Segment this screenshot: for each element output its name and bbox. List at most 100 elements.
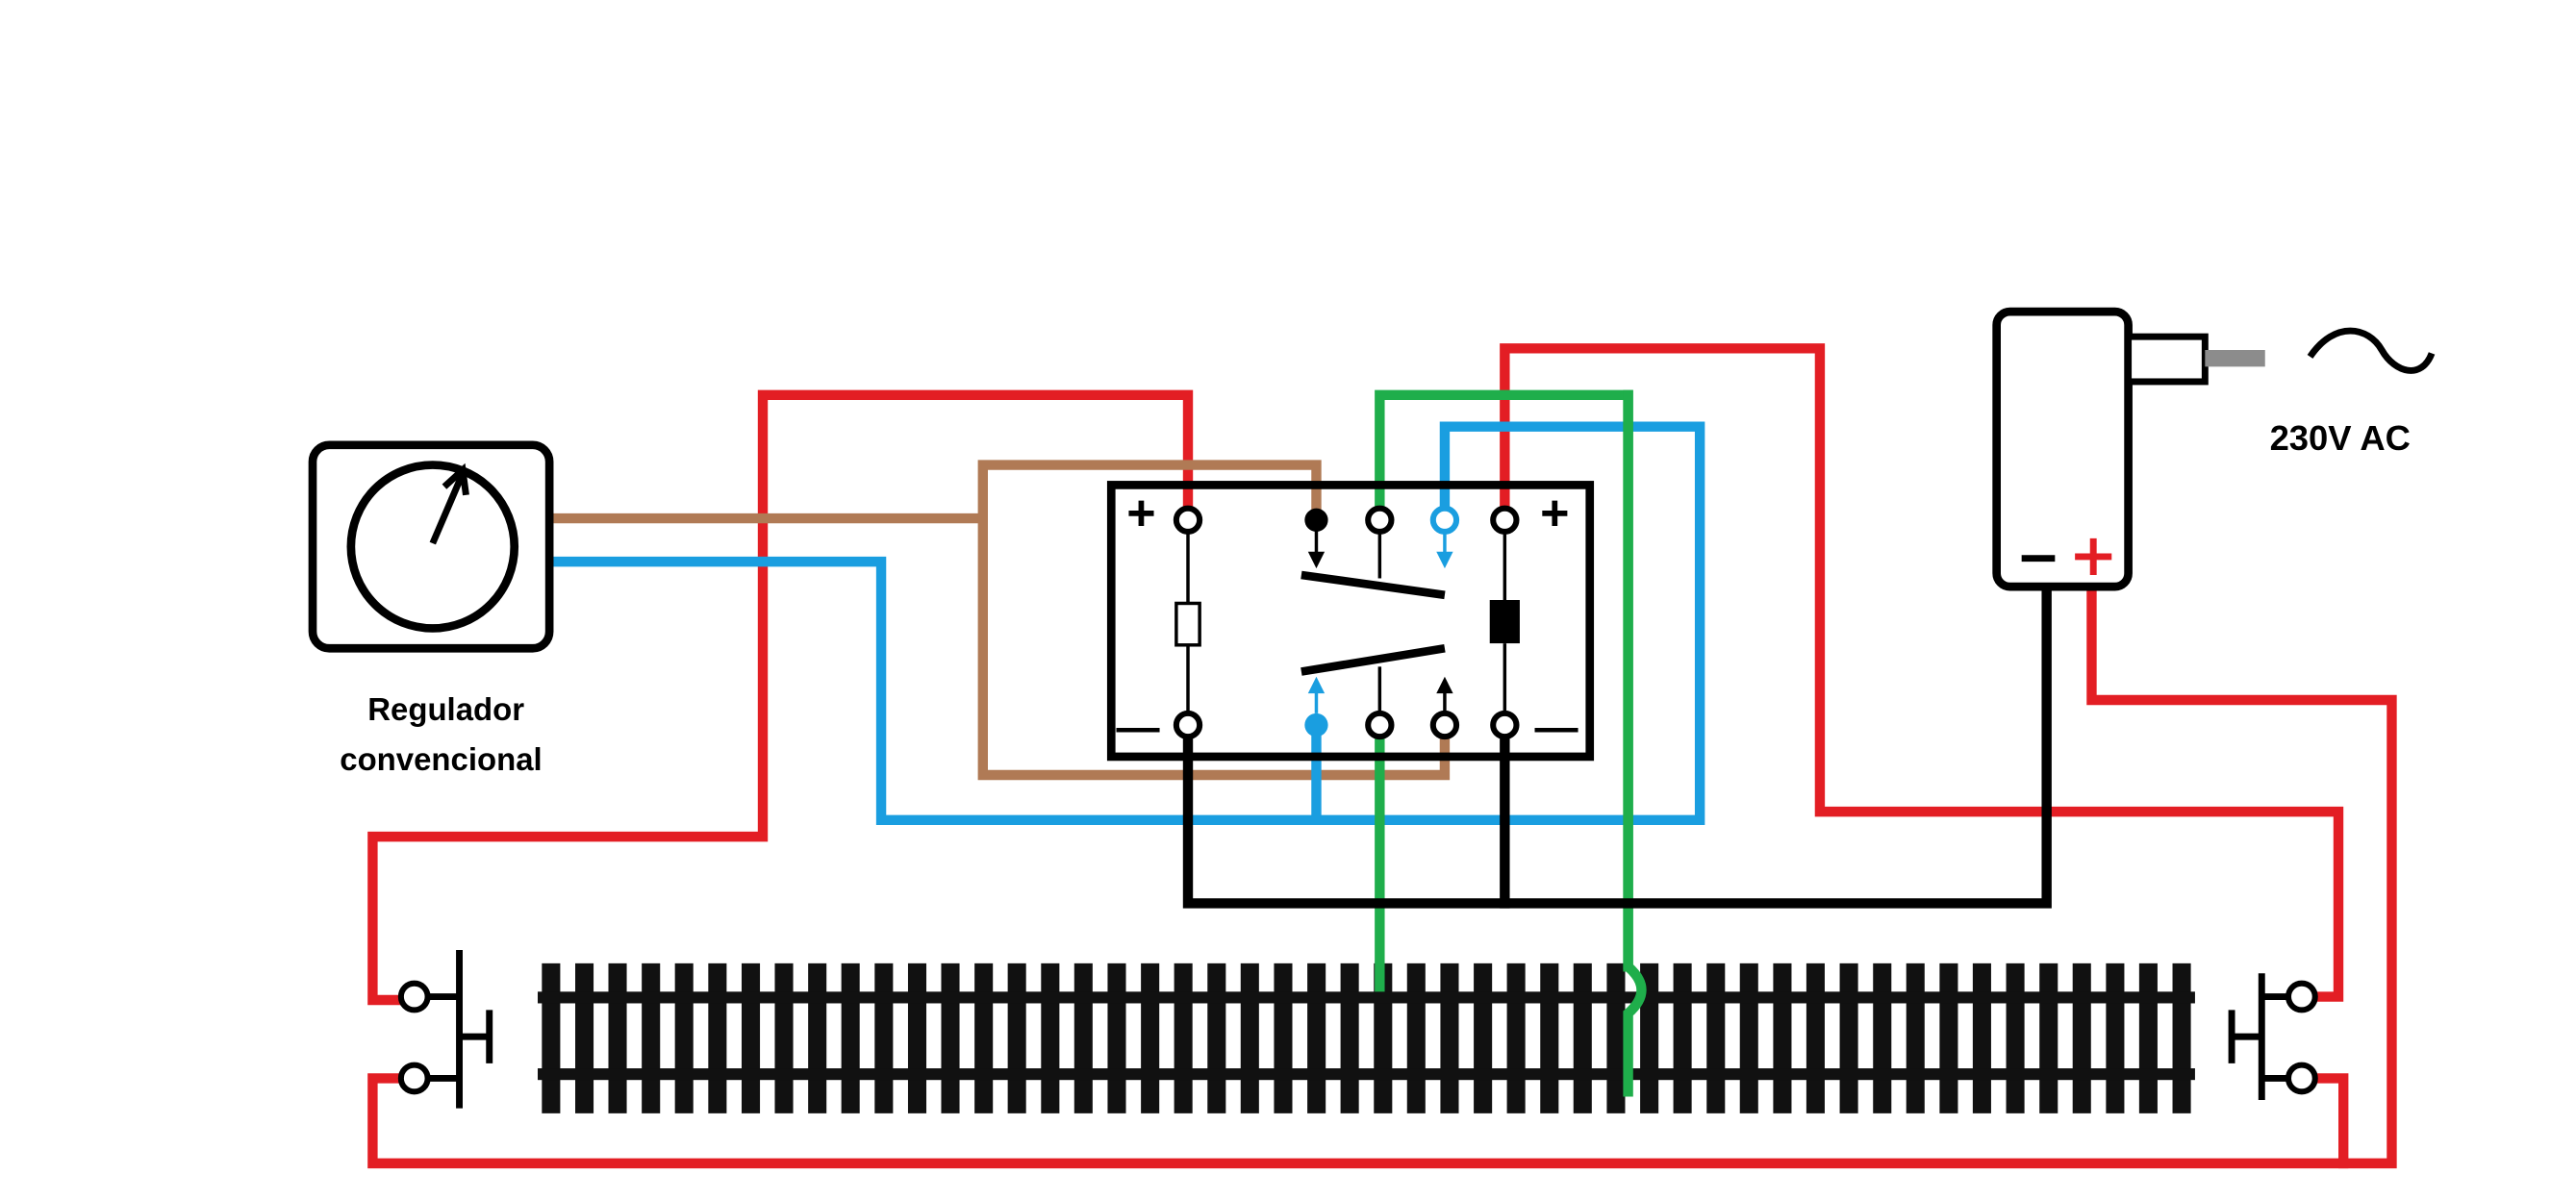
track-tie xyxy=(608,962,627,1113)
track-tie xyxy=(1806,962,1825,1113)
track-tie xyxy=(1773,962,1792,1113)
track xyxy=(538,962,2195,1113)
track-tie xyxy=(941,962,960,1113)
track-tie xyxy=(774,962,794,1113)
track-tie xyxy=(2106,962,2125,1113)
regulator-box xyxy=(308,440,554,653)
power-plug-pin xyxy=(2205,350,2265,367)
regulator-label-line2: convencional xyxy=(340,741,542,777)
track-tie xyxy=(2172,962,2191,1113)
relay-terminal xyxy=(1304,508,1328,532)
relay-terminal xyxy=(1304,712,1328,738)
track-tie xyxy=(1606,962,1626,1113)
track-tie xyxy=(1540,962,1559,1113)
track-tie xyxy=(1207,962,1226,1113)
relay-terminal xyxy=(1173,505,1203,535)
track-tie xyxy=(542,962,561,1113)
relay-coil-icon xyxy=(1489,600,1520,644)
track-tie xyxy=(1007,962,1026,1113)
track-tie xyxy=(1873,962,1892,1113)
relay-terminal xyxy=(1429,710,1460,740)
relay-terminal xyxy=(1490,710,1520,740)
blue-wire-loop xyxy=(1311,421,1705,825)
regulator-label-line1: Regulador xyxy=(367,691,524,727)
regulator-dial xyxy=(346,461,519,633)
regulator-needle xyxy=(429,471,467,545)
track-tie xyxy=(974,962,994,1113)
relay-terminal xyxy=(1429,505,1460,535)
relay-minus-right: — xyxy=(1535,702,1579,751)
relay-terminal xyxy=(1365,505,1395,535)
left-pushbutton xyxy=(397,950,493,1109)
relay-switch-upper xyxy=(1301,570,1446,600)
power-supply-body xyxy=(1992,307,2133,591)
power-supply-label: 230V AC xyxy=(2270,418,2411,458)
track-tie xyxy=(642,962,661,1113)
track-tie xyxy=(1107,962,1126,1113)
red-wire-right-button xyxy=(1500,343,2344,1002)
track-tie xyxy=(1673,962,1692,1113)
brown-wire-loop xyxy=(977,460,1451,781)
track-tie xyxy=(1972,962,1991,1113)
relay-plus-right: + xyxy=(1540,486,1569,541)
track-tie xyxy=(1706,962,1726,1113)
arrow-up-icon xyxy=(1436,676,1453,694)
power-plug xyxy=(2125,333,2209,386)
button-contact xyxy=(2285,980,2318,1013)
button-contact xyxy=(397,980,431,1013)
track-tie xyxy=(2039,962,2058,1113)
relay-switch-lower xyxy=(1301,643,1446,676)
button-contact xyxy=(397,1062,431,1095)
track-rail xyxy=(538,991,2195,1004)
track-tie xyxy=(907,962,927,1113)
relay-resistor-icon xyxy=(1174,601,1201,647)
track-tie xyxy=(1839,962,1858,1113)
track-tie xyxy=(874,962,894,1113)
relay-terminal xyxy=(1173,710,1203,740)
track-tie xyxy=(2006,962,2025,1113)
track-tie xyxy=(1573,962,1592,1113)
red-wire-supply-plus xyxy=(2086,587,2397,1169)
track-tie xyxy=(1739,962,1758,1113)
relay-terminal xyxy=(1365,710,1395,740)
regulator-needle-arrow-icon xyxy=(442,462,469,496)
track-tie xyxy=(575,962,594,1113)
track-tie xyxy=(2138,962,2158,1113)
track-tie xyxy=(1307,962,1326,1113)
relay-terminal xyxy=(1490,505,1520,535)
arrow-down-icon xyxy=(1436,551,1453,569)
track-tie xyxy=(1073,962,1093,1113)
regulator xyxy=(308,440,554,653)
button-contact xyxy=(2285,1062,2318,1095)
track-tie xyxy=(1406,962,1426,1113)
track-tie xyxy=(1041,962,1060,1113)
red-wire-left-button xyxy=(367,389,1194,1006)
track-tie xyxy=(1440,962,1459,1113)
blue-wire-regulator xyxy=(545,556,1322,825)
ac-wave-icon xyxy=(2307,327,2436,374)
relay-plus-left: + xyxy=(1126,486,1155,541)
right-pushbutton xyxy=(2228,973,2318,1100)
track-tie xyxy=(1506,962,1526,1113)
wires xyxy=(367,343,2397,1169)
track-tie xyxy=(741,962,761,1113)
track-tie xyxy=(674,962,694,1113)
power-supply xyxy=(1992,307,2436,591)
arrow-down-icon xyxy=(1307,551,1326,569)
relay-box xyxy=(1106,481,1595,762)
track-tie xyxy=(808,962,827,1113)
black-wire-common xyxy=(1182,587,2052,909)
track-tie xyxy=(1240,962,1259,1113)
track-tie xyxy=(1939,962,1958,1113)
green-wire-track-right-drop xyxy=(1623,389,1647,1097)
track-tie xyxy=(2072,962,2091,1113)
track-tie xyxy=(1340,962,1359,1113)
track-rail xyxy=(538,1068,2195,1081)
arrow-up-icon xyxy=(1307,676,1326,694)
track-tie xyxy=(708,962,727,1113)
track-tie xyxy=(1474,962,1493,1113)
track-tie xyxy=(1174,962,1193,1113)
track-tie xyxy=(841,962,860,1113)
relay: + + — — xyxy=(1106,481,1595,762)
